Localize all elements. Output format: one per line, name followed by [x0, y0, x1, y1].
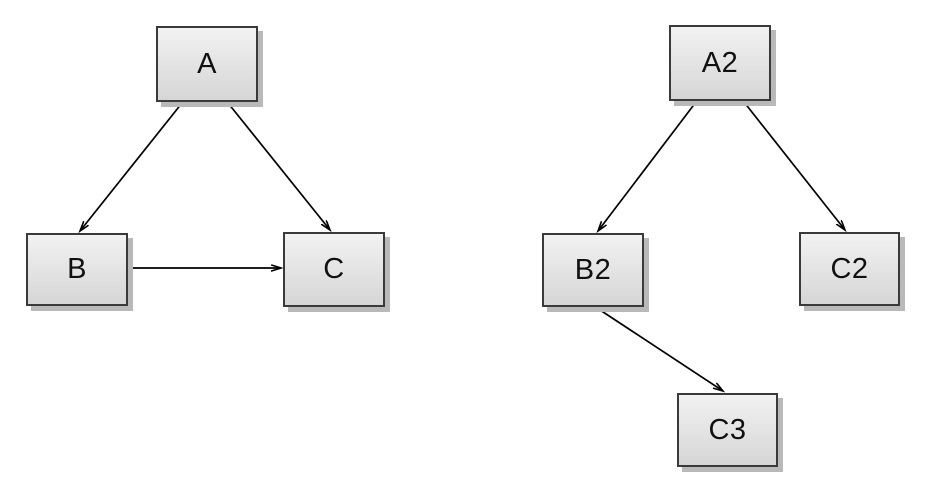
node-A[interactable]: A: [156, 26, 258, 102]
edge-A2-C2: [743, 101, 845, 230]
node-label: A: [197, 47, 217, 80]
node-label: C2: [830, 252, 869, 285]
node-label: B2: [574, 253, 612, 286]
node-C2[interactable]: C2: [799, 232, 900, 306]
node-B[interactable]: B: [26, 233, 128, 306]
edge-B2-C3: [596, 307, 723, 391]
node-A2[interactable]: A2: [669, 25, 771, 101]
edge-A-C: [227, 102, 330, 230]
node-C3[interactable]: C3: [677, 393, 778, 467]
node-label: A2: [701, 46, 739, 79]
node-label: C3: [708, 413, 747, 446]
node-B2[interactable]: B2: [542, 233, 644, 307]
edge-A2-B2: [598, 101, 697, 231]
node-C[interactable]: C: [283, 232, 385, 307]
node-label: C: [323, 253, 345, 285]
edge-A-B: [80, 102, 183, 231]
node-label: B: [67, 253, 87, 285]
